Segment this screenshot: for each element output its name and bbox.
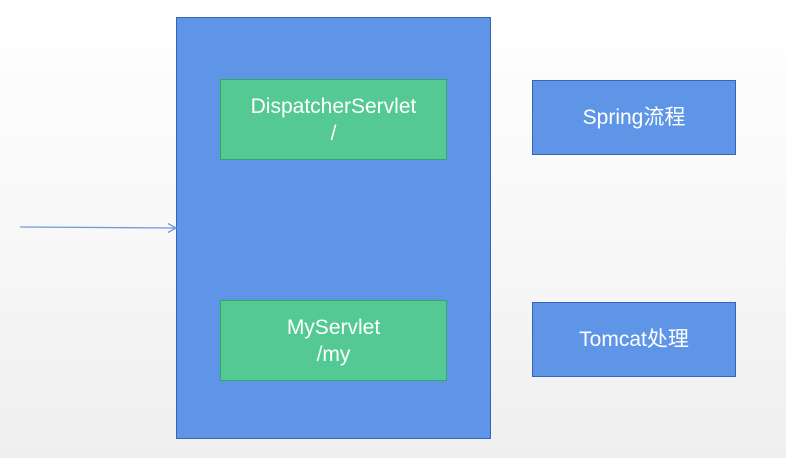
tomcat-handling-label: Tomcat处理	[579, 328, 689, 351]
dispatcher-servlet-name: DispatcherServlet	[250, 94, 417, 118]
spring-flow-box: Spring流程	[532, 80, 736, 155]
request-arrow-head	[167, 222, 178, 234]
spring-flow-label: Spring流程	[582, 106, 686, 129]
my-servlet-mapping: /my	[316, 342, 351, 366]
my-servlet-name: MyServlet	[286, 315, 381, 339]
tomcat-handling-box: Tomcat处理	[532, 302, 736, 377]
dispatcher-servlet-mapping: /	[330, 121, 337, 145]
request-arrow-line	[19, 226, 176, 229]
dispatcher-servlet-box: DispatcherServlet /	[220, 79, 447, 160]
my-servlet-box: MyServlet /my	[220, 300, 447, 381]
